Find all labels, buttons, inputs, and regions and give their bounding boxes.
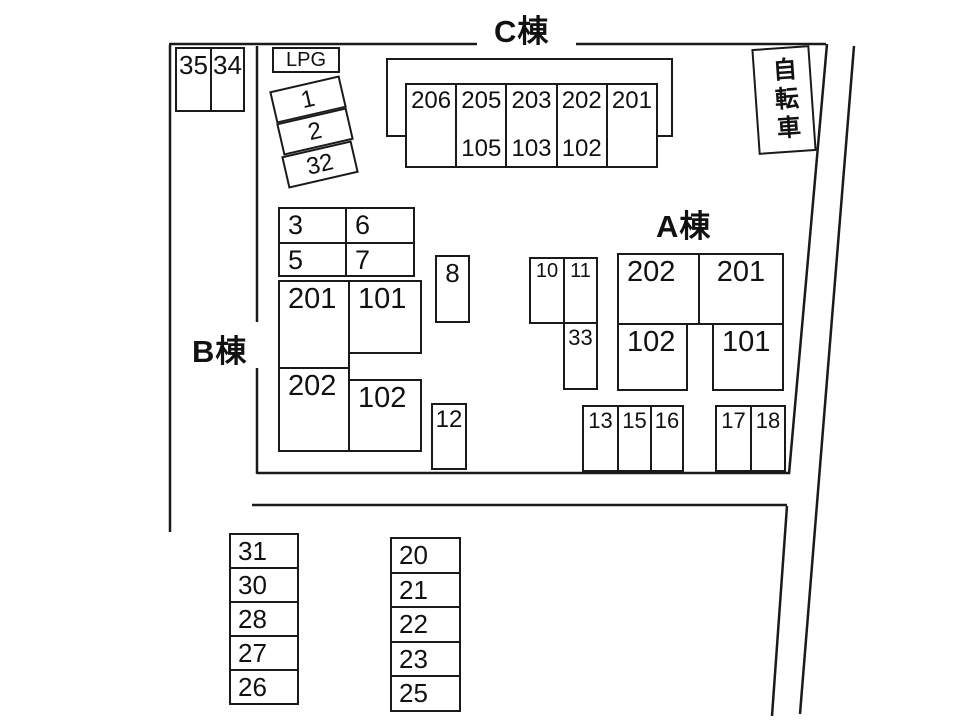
parking-spot-26: 26 <box>229 669 299 705</box>
room-number-upper: 205 <box>461 87 502 114</box>
spot-label: 18 <box>755 408 781 433</box>
spot-label: 2 <box>305 116 325 146</box>
room-number: 101 <box>722 326 771 358</box>
spot-label: 7 <box>355 245 371 275</box>
parking-spot-34: 34 <box>210 47 245 112</box>
room-c-201: 201 <box>608 85 656 166</box>
room-c-205-105: 205 105 <box>457 85 508 166</box>
spot-label: 10 <box>535 260 559 282</box>
spot-label: 11 <box>570 260 591 282</box>
parking-spot-30: 30 <box>229 567 299 603</box>
room-number: 201 <box>716 256 766 288</box>
parking-spot-7: 7 <box>345 242 415 277</box>
building-a-label: A棟 <box>652 201 716 246</box>
building-b-label: B棟 <box>188 326 252 371</box>
parking-spot-15: 15 <box>617 405 652 472</box>
spot-label: 34 <box>213 50 242 80</box>
room-a-101: 101 <box>712 323 784 391</box>
parking-spot-5: 5 <box>278 242 347 277</box>
room-b-101: 101 <box>348 280 422 354</box>
boundary-right-inner-lower <box>770 505 789 717</box>
parking-spot-20: 20 <box>390 537 461 574</box>
spot-label: 6 <box>355 210 371 240</box>
room-a-202: 202 <box>617 253 700 325</box>
spot-label: 20 <box>399 540 428 570</box>
spot-label: 33 <box>568 325 593 350</box>
spot-label: 32 <box>303 147 336 181</box>
parking-spot-35: 35 <box>175 47 212 112</box>
parking-spot-27: 27 <box>229 635 299 671</box>
parking-spot-16: 16 <box>650 405 684 472</box>
bicycle-label: 自転車 <box>767 55 801 145</box>
room-number: 201 <box>288 283 337 315</box>
room-c-206: 206 <box>407 85 458 166</box>
room-a-201: 201 <box>698 253 784 325</box>
room-number-lower: 105 <box>461 135 502 162</box>
room-number: 202 <box>288 370 337 402</box>
parking-spot-6: 6 <box>345 207 415 244</box>
spot-label: 5 <box>288 245 304 275</box>
spot-label: 8 <box>445 258 460 288</box>
room-c-203-103: 203 103 <box>507 85 558 166</box>
parking-spot-28: 28 <box>229 601 299 637</box>
parking-spot-25: 25 <box>390 675 461 712</box>
spot-label: 12 <box>435 406 463 433</box>
spot-label: 13 <box>588 408 613 433</box>
spot-label: 30 <box>238 569 267 600</box>
building-c-label: C棟 <box>490 6 554 51</box>
parking-spot-11: 11 <box>563 257 598 324</box>
boundary-right-outer <box>798 45 856 715</box>
spot-label: 28 <box>238 603 267 634</box>
parking-spot-33: 33 <box>563 322 598 390</box>
parking-spot-13: 13 <box>582 405 619 472</box>
boundary-right-inner-upper <box>787 43 829 475</box>
parking-spot-12: 12 <box>431 403 467 470</box>
parking-spot-10: 10 <box>529 257 565 324</box>
spot-label: 26 <box>238 671 267 702</box>
spot-label: 31 <box>238 535 267 566</box>
lpg-label: LPG <box>285 48 327 71</box>
spot-label: 22 <box>399 609 428 639</box>
room-b-201: 201 <box>278 280 350 369</box>
parking-spot-17: 17 <box>715 405 752 472</box>
spot-label: 15 <box>622 408 647 433</box>
room-b-102: 102 <box>348 379 422 452</box>
parking-spot-8: 8 <box>435 255 470 323</box>
spot-label: 1 <box>298 84 318 114</box>
parking-spot-21: 21 <box>390 572 461 608</box>
spot-label: 3 <box>288 210 304 240</box>
room-b-202: 202 <box>278 367 350 452</box>
room-number-upper: 201 <box>611 87 652 114</box>
room-number-lower: 103 <box>511 135 552 162</box>
lpg-tank-area: LPG <box>272 47 340 73</box>
room-number: 101 <box>358 283 407 315</box>
spot-label: 21 <box>399 574 428 605</box>
parking-spot-3: 3 <box>278 207 347 244</box>
spot-label: 23 <box>399 643 428 674</box>
parking-spot-23: 23 <box>390 641 461 677</box>
room-number-upper: 203 <box>511 87 552 114</box>
room-number: 202 <box>627 256 676 288</box>
room-number: 102 <box>627 326 676 358</box>
bicycle-parking-area: 自転車 <box>751 45 817 155</box>
room-number-upper: 206 <box>411 87 452 114</box>
room-number-lower: 102 <box>561 135 602 162</box>
spot-label: 35 <box>179 50 208 80</box>
parking-spot-22: 22 <box>390 606 461 643</box>
spot-label: 16 <box>654 408 680 433</box>
parking-spot-18: 18 <box>750 405 786 472</box>
room-number: 102 <box>358 382 407 414</box>
parking-spot-31: 31 <box>229 533 299 569</box>
room-c-202-102: 202 102 <box>558 85 608 166</box>
spot-label: 27 <box>238 637 267 668</box>
spot-label: 17 <box>721 408 746 433</box>
spot-label: 25 <box>399 678 428 708</box>
room-a-102: 102 <box>617 323 688 391</box>
room-number-upper: 202 <box>561 87 602 114</box>
building-c-rooms: 206 205 105 203 103 202 102 201 <box>405 83 658 168</box>
